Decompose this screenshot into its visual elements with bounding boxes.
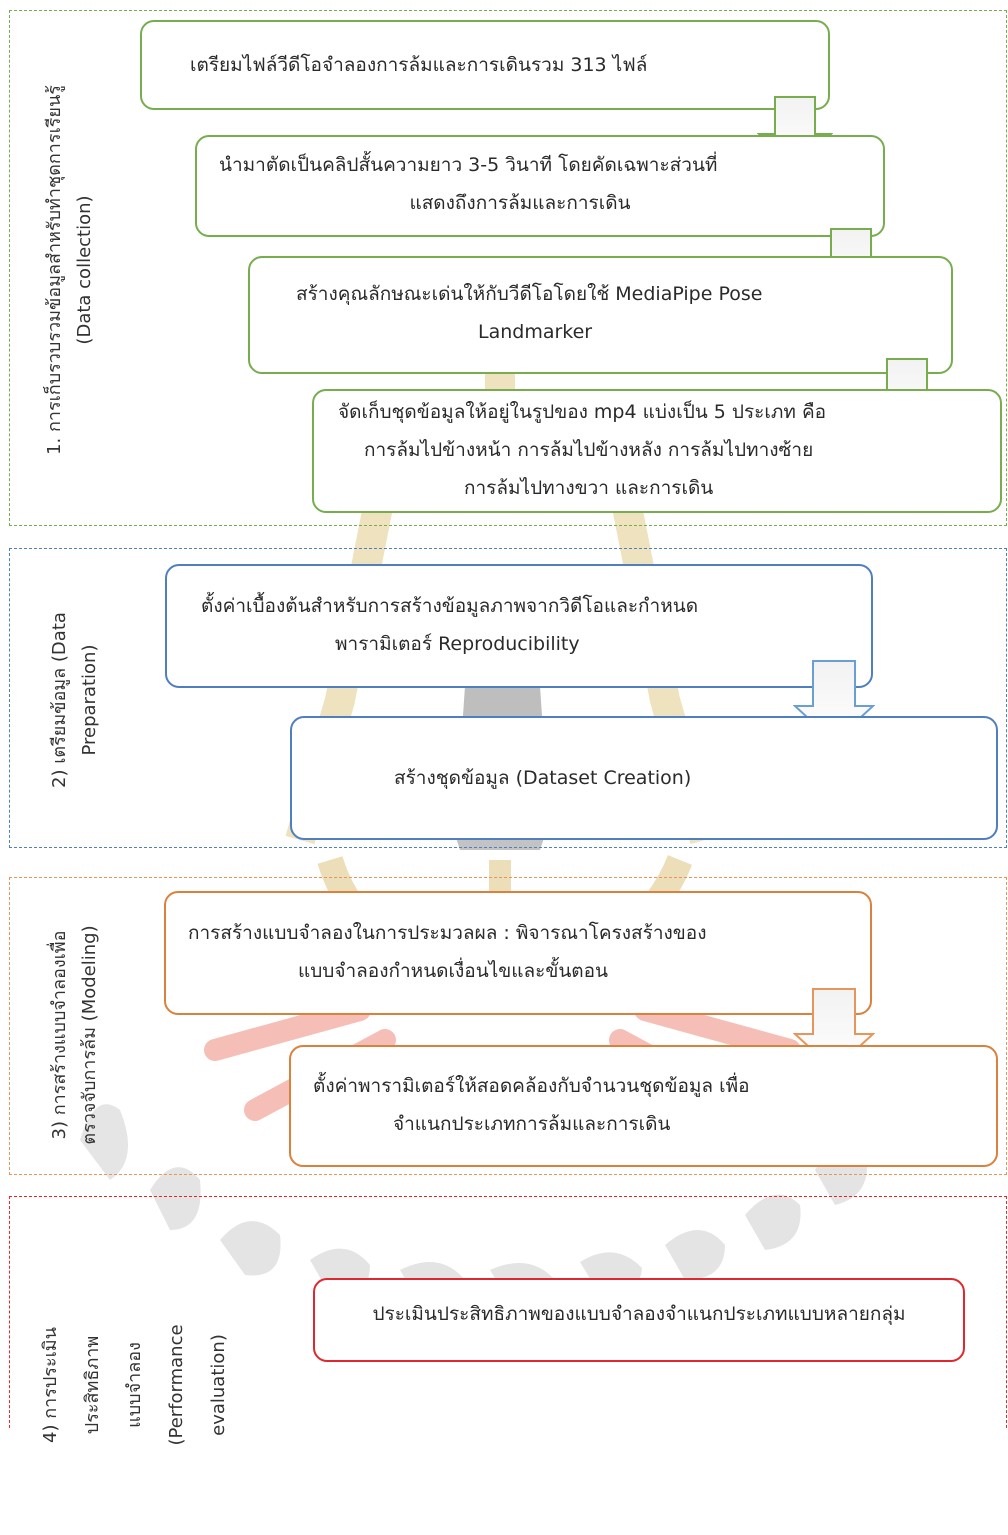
section-performance-evaluation xyxy=(9,1196,1007,1428)
step-initial-setup-reproducibility: ตั้งค่าเบื้องต้นสำหรับการสร้างข้อมูลภาพจ… xyxy=(165,564,873,688)
step-prepare-video-files: เตรียมไฟล์วีดีโอจำลองการล้มและการเดินรวม… xyxy=(140,20,830,110)
section-1-label: 1. การเก็บรวบรวมข้อมูลสำหรับทำชุดการเรีย… xyxy=(44,85,95,455)
section-4-label: 4) การประเมิน ประสิทธิภาพ แบบจำลอง (Perf… xyxy=(40,1324,229,1446)
section-data-preparation xyxy=(9,548,1007,848)
section-3-label: 3) การสร้างแบบจำลองเพื่อ ตรวจจับการล้ม (… xyxy=(49,925,100,1145)
step-evaluate-model: ประเมินประสิทธิภาพของแบบจำลองจำแนกประเภท… xyxy=(313,1278,965,1362)
step-mediapipe-features: สร้างคุณลักษณะเด่นให้กับวีดีโอโดยใช้ Med… xyxy=(248,256,953,374)
step-dataset-creation: สร้างชุดข้อมูล (Dataset Creation) xyxy=(290,716,998,840)
section-2-label: 2) เตรียมข้อมูล (Data Preparation) xyxy=(49,612,100,788)
step-build-model: การสร้างแบบจำลองในการประมวลผล : พิจารณาโ… xyxy=(164,891,872,1015)
step-store-dataset-mp4: จัดเก็บชุดข้อมูลให้อยู่ในรูปของ mp4 แบ่ง… xyxy=(312,389,1002,513)
step-cut-short-clips: นำมาตัดเป็นคลิปสั้นความยาว 3-5 วินาที โด… xyxy=(195,135,885,237)
section-modeling xyxy=(9,877,1007,1175)
step-set-parameters: ตั้งค่าพารามิเตอร์ให้สอดคล้องกับจำนวนชุด… xyxy=(289,1045,998,1167)
section-data-collection xyxy=(9,10,1007,526)
